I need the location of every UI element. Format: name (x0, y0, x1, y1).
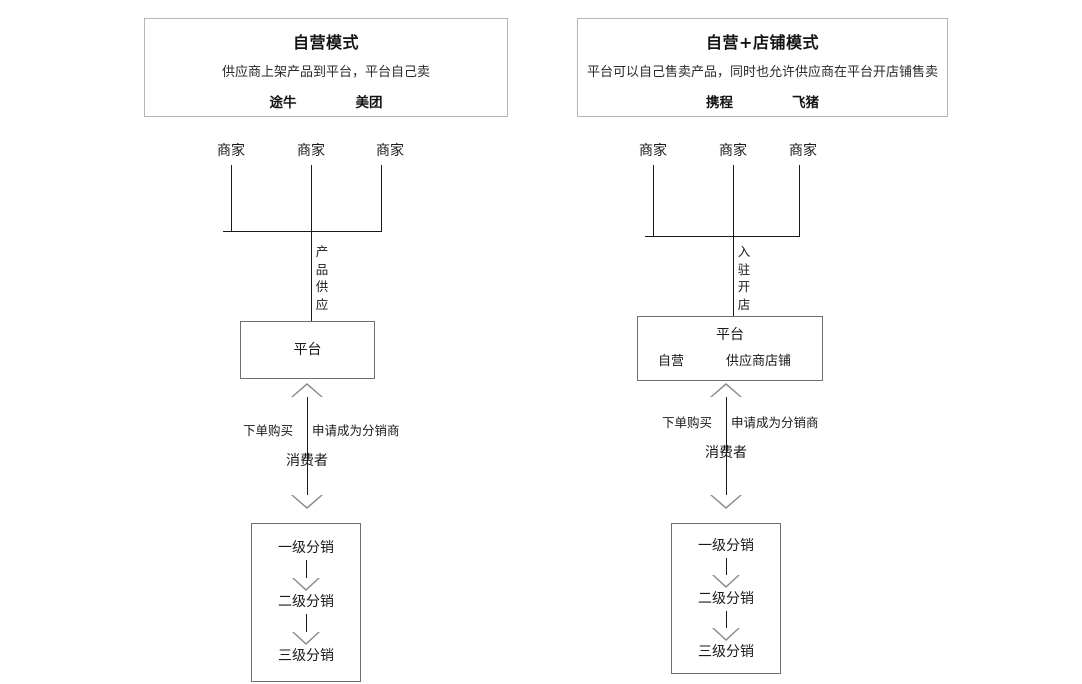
distribution-link-line (726, 611, 727, 628)
merchant-node: 商家 (639, 143, 667, 159)
distribution-level-2: 二级分销 (278, 594, 334, 610)
distribution-link-line (306, 560, 307, 578)
arrow-head-up-fill (712, 385, 740, 397)
panel-description: 平台可以自己售卖产品，同时也允许供应商在平台开店铺售卖 (586, 65, 938, 80)
distribution-level-2: 二级分销 (698, 591, 754, 607)
platform-label: 平台 (716, 327, 744, 343)
merchant-node: 商家 (217, 143, 245, 159)
distribution-level-1: 一级分销 (698, 538, 754, 554)
brand-name: 飞猪 (792, 95, 819, 111)
distribution-box: 一级分销 二级分销 三级分销 (671, 523, 781, 674)
distribution-box: 一级分销 二级分销 三级分销 (251, 523, 361, 682)
order-purchase-label: 下单购买 (662, 415, 713, 430)
apply-distributor-label: 申请成为分销商 (312, 423, 400, 438)
merchant-node: 商家 (376, 143, 404, 159)
distribution-level-1: 一级分销 (278, 540, 334, 556)
distribution-link-line (306, 614, 307, 632)
consumer-platform-line (307, 397, 308, 495)
panel-header-card: 自营+店铺模式 平台可以自己售卖产品，同时也允许供应商在平台开店铺售卖 携程 飞… (577, 18, 948, 117)
panel-title: 自营模式 (292, 33, 359, 52)
arrow-head-down-fill (714, 575, 738, 586)
consumer-platform-line (726, 397, 727, 495)
merchant-connector-line (231, 165, 232, 231)
panel-header-card: 自营模式 供应商上架产品到平台，平台自己卖 途牛 美团 (144, 18, 508, 117)
platform-supplier-shop-label: 供应商店铺 (726, 354, 792, 369)
merchant-node: 商家 (719, 143, 747, 159)
merchant-node: 商家 (789, 143, 817, 159)
arrow-head-down-fill (294, 578, 318, 589)
arrow-head-down-fill (714, 628, 738, 639)
merchant-bus-line (223, 231, 382, 232)
entry-flow-label: 入驻开店 (737, 244, 751, 312)
platform-self-operated-label: 自营 (658, 354, 685, 369)
platform-box: 平台 自营 供应商店铺 (637, 316, 823, 381)
merchant-connector-line (311, 165, 312, 231)
arrow-head-down-fill (712, 495, 740, 507)
arrow-head-down-fill (294, 632, 318, 643)
distribution-level-3: 三级分销 (278, 648, 334, 664)
arrow-head-down-fill (293, 495, 321, 507)
platform-box: 平台 (240, 321, 375, 379)
distribution-link-line (726, 558, 727, 575)
merchant-connector-line (381, 165, 382, 231)
merchant-connector-line (653, 165, 654, 236)
platform-label: 平台 (293, 342, 322, 358)
order-purchase-label: 下单购买 (243, 423, 294, 438)
brand-name: 美团 (355, 95, 383, 111)
brand-row: 途牛 美团 (145, 91, 507, 111)
panel-title: 自营+店铺模式 (706, 33, 819, 52)
arrow-head-up-fill (293, 385, 321, 397)
merchant-node: 商家 (297, 143, 325, 159)
consumer-label: 消费者 (286, 453, 328, 469)
panel-description: 供应商上架产品到平台，平台自己卖 (221, 65, 430, 80)
entry-flow-line (733, 236, 734, 316)
brand-name: 携程 (706, 95, 733, 111)
distribution-level-3: 三级分销 (698, 644, 754, 660)
brand-name: 途牛 (269, 95, 297, 111)
supply-flow-label: 产品供应 (315, 244, 329, 312)
merchant-bus-line (645, 236, 800, 237)
merchant-connector-line (799, 165, 800, 236)
merchant-connector-line (733, 165, 734, 236)
supply-flow-line (311, 231, 312, 321)
brand-row: 携程 飞猪 (578, 91, 947, 111)
consumer-label: 消费者 (705, 445, 747, 461)
apply-distributor-label: 申请成为分销商 (731, 415, 819, 430)
